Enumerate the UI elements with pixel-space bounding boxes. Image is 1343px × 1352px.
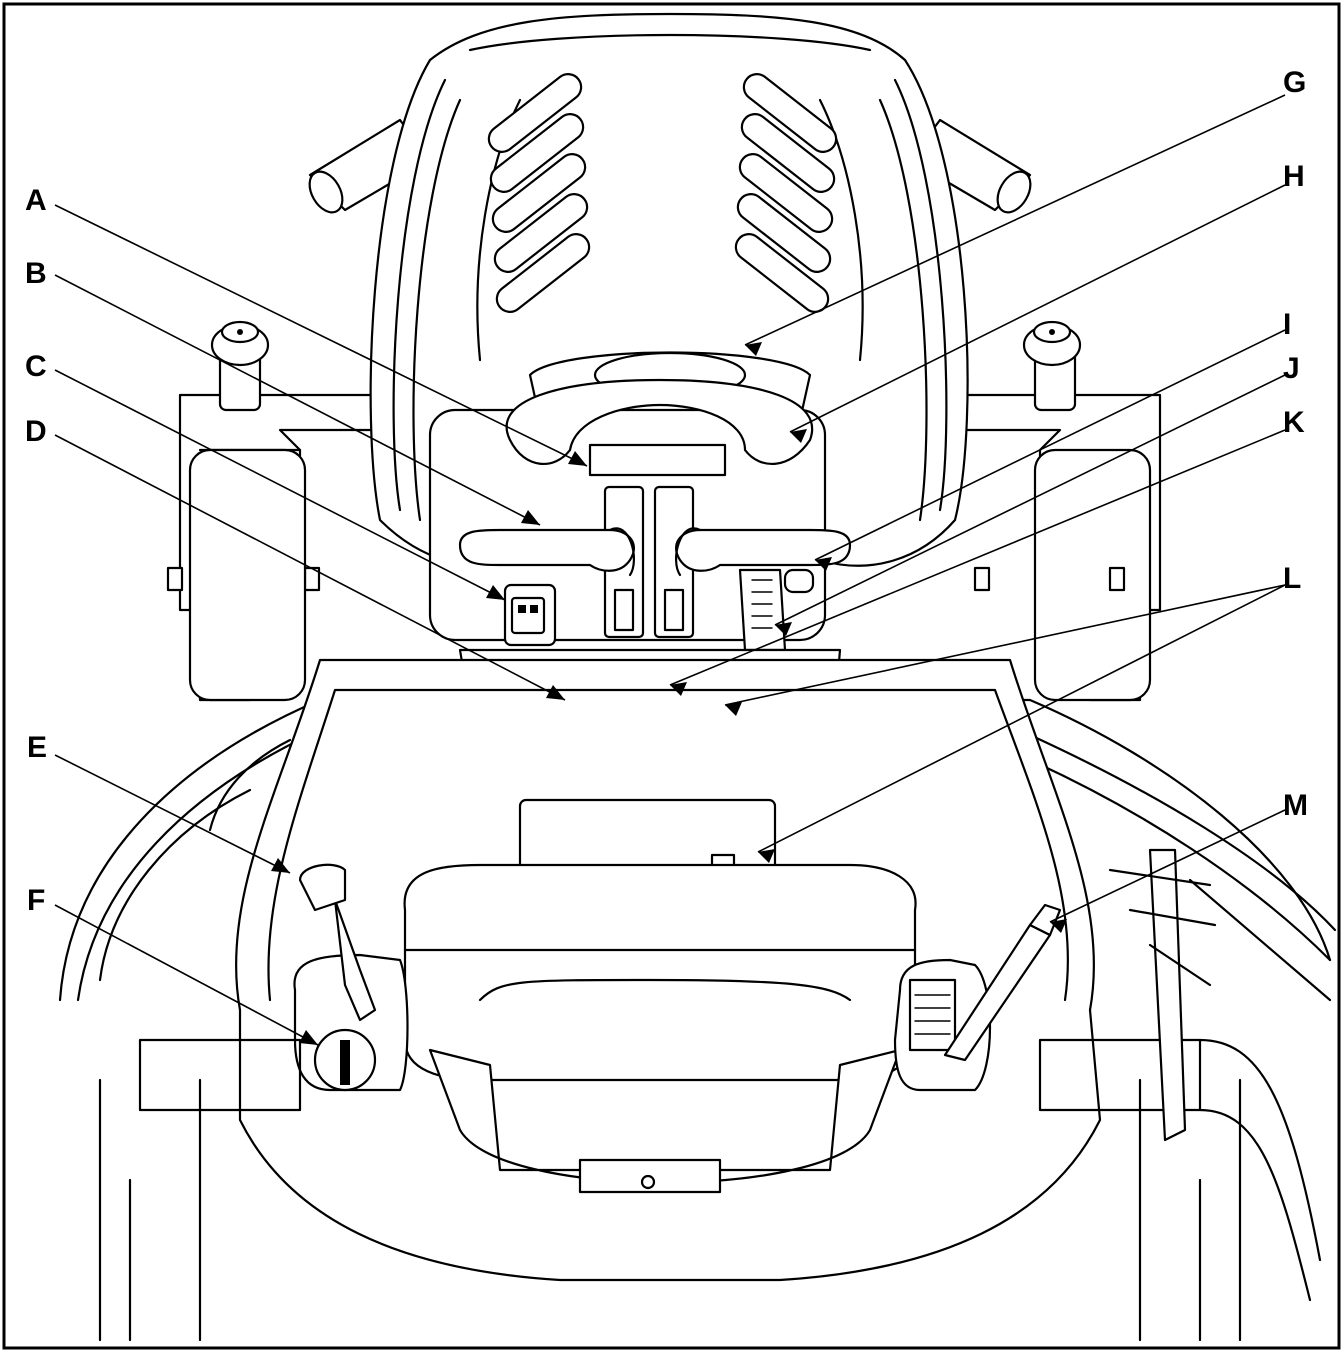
leader-l <box>757 584 1286 853</box>
left-steering-grip <box>458 528 635 572</box>
callout-d: D <box>25 415 47 448</box>
steering-wheel <box>505 378 814 465</box>
leader-d <box>54 434 566 701</box>
deck-lift-lever <box>333 898 377 1022</box>
callout-i: I <box>1283 308 1291 341</box>
mower-drawing <box>58 12 1337 1342</box>
leader-c <box>54 369 506 601</box>
throttle-knob <box>783 568 815 594</box>
callout-m: M <box>1283 789 1308 822</box>
callout-c: C <box>25 350 47 383</box>
leader-k <box>669 429 1286 686</box>
leader-b <box>54 274 541 526</box>
callout-a: A <box>25 184 47 217</box>
leader-j <box>774 374 1286 626</box>
leader-m <box>1049 809 1286 923</box>
deck-linkage <box>1148 848 1187 1142</box>
callout-f: F <box>27 884 45 917</box>
callout-labels: A B C D E F G H I J K L M <box>25 66 1308 917</box>
right-hood-vents <box>734 73 838 313</box>
leader-h <box>789 184 1286 433</box>
leader-a <box>54 204 588 467</box>
leader-k2 <box>724 584 1286 706</box>
leader-e <box>54 754 291 874</box>
callout-b: B <box>25 257 47 290</box>
callout-j: J <box>1283 352 1300 385</box>
callout-g: G <box>1283 66 1306 99</box>
leader-arrowheads <box>271 342 1067 1045</box>
leader-f <box>54 904 319 1046</box>
callout-e: E <box>27 731 47 764</box>
seat <box>403 863 917 1082</box>
callout-k: K <box>1283 406 1305 439</box>
deck-lift-lever-knob <box>298 863 347 912</box>
callout-l: L <box>1283 562 1301 595</box>
leader-i <box>814 329 1286 561</box>
leader-g <box>744 94 1286 346</box>
left-hood-vents <box>487 73 591 313</box>
leader-lines <box>54 94 1286 1046</box>
throttle-lever-slot <box>738 568 787 652</box>
steering-column-top <box>588 443 727 477</box>
callout-h: H <box>1283 160 1305 193</box>
seat-base <box>428 1048 902 1184</box>
